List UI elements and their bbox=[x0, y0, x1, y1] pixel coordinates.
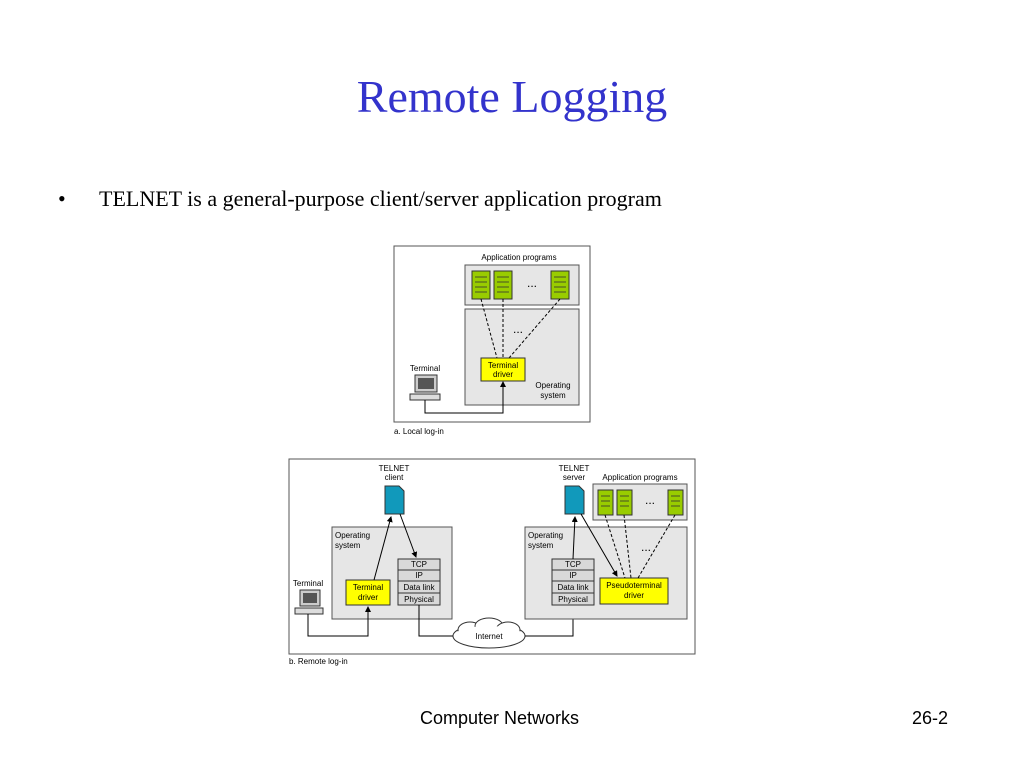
telnet-client-icon bbox=[384, 485, 405, 515]
server-os-label-line2: system bbox=[528, 541, 554, 550]
client-layer-physical: Physical bbox=[404, 595, 434, 604]
app-program-icon bbox=[493, 270, 513, 300]
server-layer-tcp: TCP bbox=[565, 560, 581, 569]
telnet-server-label-line2: server bbox=[563, 473, 586, 482]
client-terminal-driver-box bbox=[345, 579, 391, 606]
os-label-line2: system bbox=[540, 391, 566, 400]
server-os-ellipsis: ... bbox=[641, 540, 651, 554]
app-programs-label: Application programs bbox=[481, 253, 556, 262]
remote-login-caption: b. Remote log-in bbox=[289, 657, 348, 666]
bullet-item: • TELNET is a general-purpose client/serv… bbox=[58, 186, 662, 212]
remote-terminal-icon bbox=[294, 589, 324, 615]
client-layer-datalink: Data link bbox=[403, 583, 435, 592]
slide-title: Remote Logging bbox=[356, 71, 668, 122]
terminal-driver-line1: Terminal bbox=[488, 361, 518, 370]
bullet-dot: • bbox=[58, 186, 66, 211]
client-terminal-driver-line1: Terminal bbox=[353, 583, 383, 592]
local-login-caption: a. Local log-in bbox=[394, 427, 444, 436]
remote-terminal-label: Terminal bbox=[293, 579, 323, 588]
server-os-label-line1: Operating bbox=[528, 531, 563, 540]
terminal-driver-line2: driver bbox=[493, 370, 513, 379]
telnet-server-label-line1: TELNET bbox=[559, 464, 590, 473]
app-ellipsis: ... bbox=[527, 276, 537, 290]
telnet-client-label-line1: TELNET bbox=[379, 464, 410, 473]
pseudoterminal-driver-line1: Pseudoterminal bbox=[606, 581, 662, 590]
bullet-text: TELNET is a general-purpose client/serve… bbox=[99, 186, 662, 211]
server-layer-datalink: Data link bbox=[557, 583, 589, 592]
server-app-ellipsis: ... bbox=[645, 493, 655, 507]
app-program-icon bbox=[471, 270, 491, 300]
server-protocol-stack: TCP IP Data link Physical bbox=[551, 558, 595, 606]
local-login-diagram: Application programs ... Operating syste… bbox=[393, 245, 591, 436]
client-layer-tcp: TCP bbox=[411, 560, 427, 569]
server-layer-physical: Physical bbox=[558, 595, 588, 604]
server-app-programs-label: Application programs bbox=[602, 473, 677, 482]
internet-cloud-icon bbox=[452, 617, 526, 649]
telnet-server-icon bbox=[564, 485, 585, 515]
pseudoterminal-driver-box bbox=[599, 577, 669, 605]
server-layer-ip: IP bbox=[569, 571, 577, 580]
app-program-icon bbox=[550, 270, 570, 300]
operating-system-box bbox=[464, 308, 580, 406]
os-label-line1: Operating bbox=[535, 381, 570, 390]
footer-course-name: Computer Networks bbox=[420, 708, 580, 728]
footer-page-number: 26-2 bbox=[912, 708, 949, 728]
terminal-label: Terminal bbox=[410, 364, 440, 373]
server-app-program-icon bbox=[597, 489, 614, 516]
client-layer-ip: IP bbox=[415, 571, 423, 580]
os-ellipsis: ... bbox=[513, 322, 523, 336]
client-protocol-stack: TCP IP Data link Physical bbox=[397, 558, 441, 606]
client-os-label-line2: system bbox=[335, 541, 361, 550]
pseudoterminal-driver-line2: driver bbox=[624, 591, 644, 600]
terminal-icon bbox=[409, 374, 441, 401]
client-terminal-driver-line2: driver bbox=[358, 593, 378, 602]
internet-label: Internet bbox=[475, 632, 503, 641]
client-os-label-line1: Operating bbox=[335, 531, 370, 540]
server-app-program-icon bbox=[667, 489, 684, 516]
remote-login-diagram: TELNET client Operating system Terminal … bbox=[288, 458, 696, 666]
server-app-program-icon bbox=[616, 489, 633, 516]
telnet-client-label-line2: client bbox=[385, 473, 404, 482]
